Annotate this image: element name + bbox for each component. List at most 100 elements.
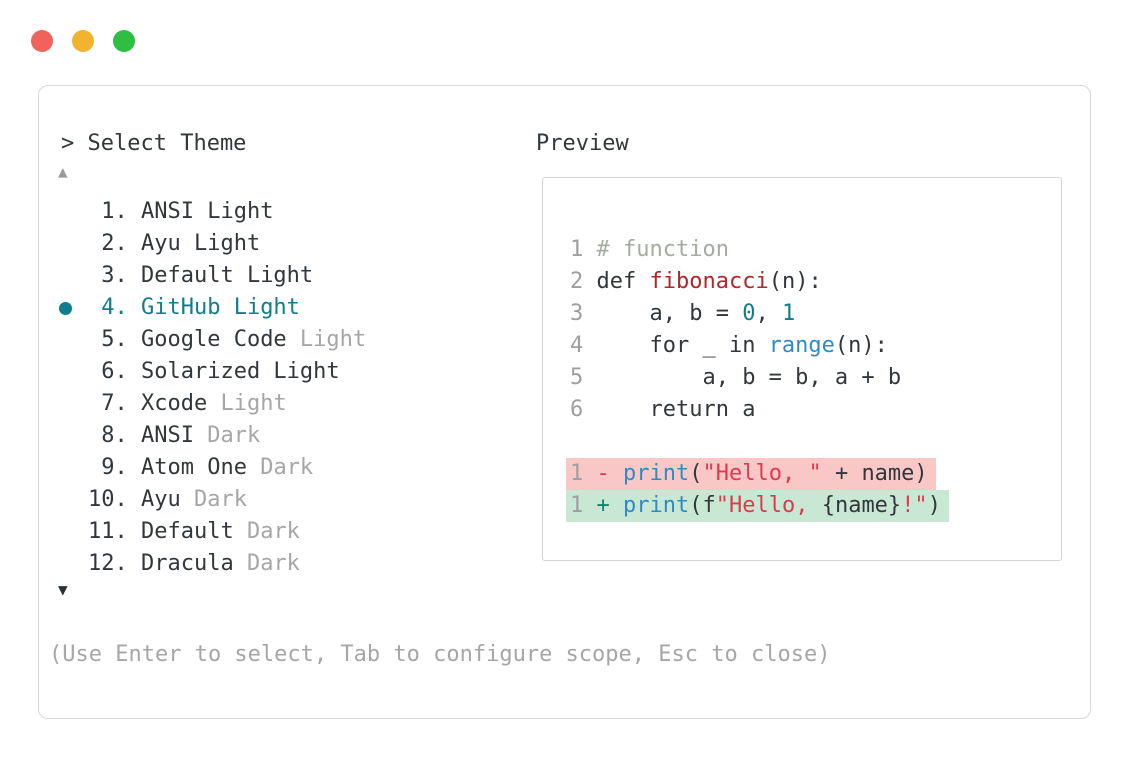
theme-item-variant: Light [207,391,287,416]
theme-item-number: 11. [88,519,141,544]
theme-list: 1. ANSI Light 2. Ayu Light 3. Default Li… [39,196,519,580]
code-token: 6 [570,397,597,422]
code-token: 1 [781,301,796,326]
keyboard-hint: (Use Enter to select, Tab to configure s… [49,642,831,667]
theme-item[interactable]: 11. Default Dark [39,516,519,548]
theme-item-variant: Dark [180,487,247,512]
theme-item-name: Ayu [140,487,181,512]
theme-item[interactable]: 12. Dracula Dark [39,548,519,580]
theme-item-variant: Dark [233,519,300,544]
diff-highlight-added: 1 + print(f"Hello, {name}!") [566,490,949,522]
code-token: + name) [821,461,928,486]
theme-item-name: Default [140,519,234,544]
theme-item-variant: Dark [246,455,314,480]
code-line: 2 def fibonacci(n): [570,266,1053,298]
theme-item-variant: Dark [193,423,261,448]
code-token: fibonacci [649,269,769,294]
code-token: 1 [570,493,597,518]
theme-item[interactable]: 10. Ayu Dark [39,484,519,516]
preview-label: Preview [536,131,629,156]
minimize-window-button[interactable] [72,30,94,52]
close-window-button[interactable] [31,30,53,52]
code-token: range [768,333,835,358]
code-token: 1 [570,461,597,486]
code-token: ) [927,493,941,518]
diff-line-added: 1 + print(f"Hello, {name}!") [566,490,1053,522]
code-token: "Hello, [715,493,822,518]
code-token: for _ in [596,333,769,358]
theme-item-number: 1. [88,199,141,224]
code-token: # function [596,237,729,262]
theme-item-number: 7. [88,391,141,416]
theme-item[interactable]: 5. Google Code Light [39,324,519,356]
theme-item-number: 9. [88,455,141,480]
code-token: (f [689,493,716,518]
code-token: 3 [570,301,597,326]
theme-item-number: 3. [88,263,141,288]
code-token: - [596,461,623,486]
code-token: def [596,269,650,294]
code-token: "Hello, " [702,461,822,486]
theme-item[interactable]: 2. Ayu Light [39,228,519,260]
theme-item-name: Dracula [140,551,234,576]
scroll-up-icon[interactable]: ▲ [58,162,68,181]
theme-item-name: Solarized Light [140,359,340,384]
theme-item-variant: Light [286,327,367,352]
code-token: 4 [570,333,597,358]
code-line: 3 a, b = 0, 1 [570,298,1053,330]
theme-item-name: Xcode [140,391,208,416]
code-token: 5 [570,365,597,390]
code-token: print [623,461,690,486]
code-token: {name} [821,493,902,518]
theme-item-number: 12. [88,551,141,576]
code-line: 6 return a [570,394,1053,426]
code-token: 2 [570,269,597,294]
theme-item-number: 5. [88,327,141,352]
code-token: 0 [742,301,756,326]
theme-item-name: Ayu Light [140,231,261,256]
theme-item[interactable]: 1. ANSI Light [39,196,519,228]
theme-item[interactable]: 9. Atom One Dark [39,452,519,484]
theme-item-name: Google Code [140,327,287,352]
diff-line-removed: 1 - print("Hello, " + name) [566,458,1053,490]
theme-item-number: 2. [88,231,141,256]
code-token: return a [596,397,756,422]
theme-item-number: 6. [88,359,141,384]
selected-indicator-dot [59,302,72,315]
theme-item[interactable]: 8. ANSI Dark [39,420,519,452]
code-line: 5 a, b = b, a + b [570,362,1053,394]
code-token: !" [901,493,928,518]
theme-item[interactable]: 3. Default Light [39,260,519,292]
code-line: 1 # function [570,234,1053,266]
code-token: + [596,493,623,518]
theme-item[interactable]: 4. GitHub Light [39,292,519,324]
code-token: ( [689,461,703,486]
theme-item-number: 8. [88,423,141,448]
theme-item-name: GitHub Light [140,295,300,320]
scroll-down-icon[interactable]: ▼ [58,580,68,599]
code-token: a, b = [596,301,743,326]
theme-item-number: 4. [88,295,141,320]
theme-item-variant: Dark [233,551,300,576]
window-controls [31,30,135,52]
code-blank-line [570,426,1053,458]
theme-item-name: Atom One [140,455,247,480]
theme-item-name: ANSI [140,423,194,448]
select-theme-prompt: > Select Theme [61,131,247,156]
zoom-window-button[interactable] [113,30,135,52]
diff-highlight-removed: 1 - print("Hello, " + name) [566,458,936,490]
theme-item[interactable]: 6. Solarized Light [39,356,519,388]
theme-selector-dialog: > Select Theme Preview ▲ 1. ANSI Light 2… [38,85,1091,719]
theme-item-number: 10. [88,487,141,512]
code-token: (n): [834,333,888,358]
theme-item-name: Default Light [140,263,314,288]
theme-item[interactable]: 7. Xcode Light [39,388,519,420]
code-token: , [755,301,782,326]
code-token: 1 [570,237,597,262]
code-token: (n): [768,269,822,294]
code-token: print [623,493,690,518]
theme-item-name: ANSI Light [140,199,274,224]
code-token: a, b = b, a + b [596,365,902,390]
